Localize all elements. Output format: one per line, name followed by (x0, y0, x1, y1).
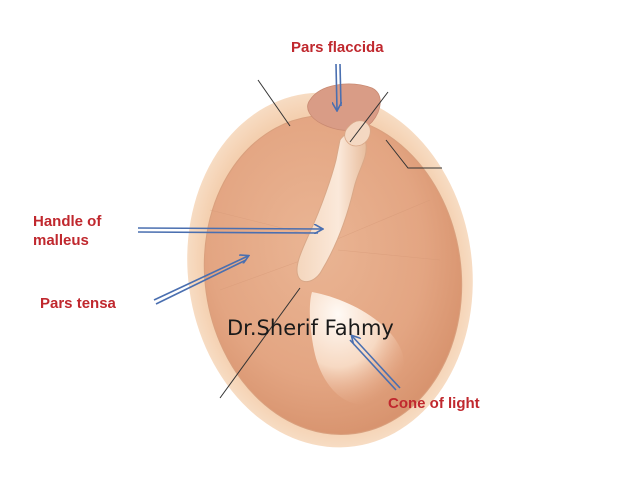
pars-flaccida-region (307, 83, 381, 131)
label-handle-of-malleus: Handle of malleus (33, 213, 102, 249)
arrow-pars-tensa (153, 256, 248, 301)
anatomical-lines (219, 79, 442, 399)
label-pars-tensa: Pars tensa (40, 295, 116, 312)
arrow-pars-flaccida (336, 63, 337, 110)
label-pars-flaccida: Pars flaccida (291, 39, 384, 56)
arrow-handle-of-malleus (137, 228, 322, 229)
pointer-arrows (137, 63, 401, 391)
label-cone-of-light: Cone of light (388, 395, 480, 412)
author-credit: Dr.Sherif Fahmy (227, 316, 394, 340)
arrow-cone-of-light (352, 336, 401, 389)
